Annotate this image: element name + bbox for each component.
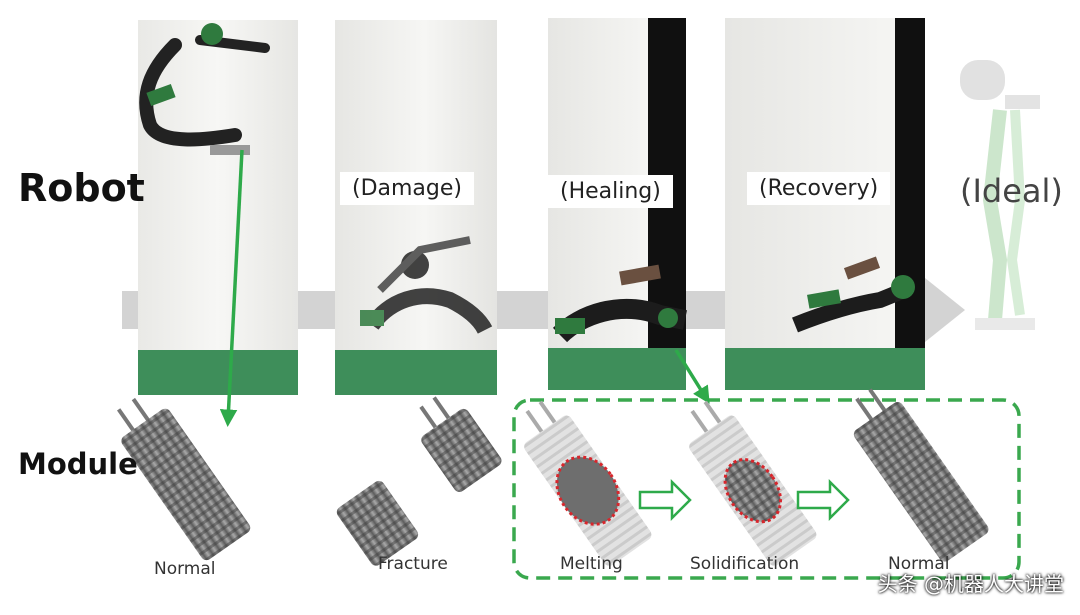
stage-label-damage: (Damage) <box>340 172 474 205</box>
row-label-robot: Robot <box>18 166 145 210</box>
module-fracture-bottom <box>336 480 419 566</box>
hollow-green-step-arrow <box>796 478 850 522</box>
robot-damage <box>360 236 493 334</box>
module-normal-2 <box>853 388 989 562</box>
healing-process-box <box>512 398 1021 580</box>
green-connector-arrow <box>674 349 710 404</box>
stage-label-recovery: (Recovery) <box>747 172 891 205</box>
hollow-green-step-arrow <box>638 478 692 522</box>
caption-solidification: Solidification <box>690 554 800 574</box>
caption-fracture: Fracture <box>378 554 448 574</box>
stage-label-ideal: (Ideal) <box>960 172 1063 210</box>
module-melting <box>524 400 652 566</box>
module-normal-1 <box>116 397 251 561</box>
robot-normal <box>139 23 270 155</box>
robot-recovery <box>792 256 915 333</box>
module-solidification <box>689 400 817 566</box>
stage-label-healing: (Healing) <box>548 175 673 208</box>
photo-panel-normal <box>138 20 298 395</box>
flow-bar-arrowhead <box>925 278 965 342</box>
caption-normal-recovered: Normal <box>888 554 950 574</box>
green-connector-arrow <box>219 149 244 427</box>
module-fracture-top <box>419 396 502 492</box>
caption-normal: Normal <box>154 559 216 579</box>
row-label-module: Module <box>18 447 138 481</box>
robot-healing <box>552 264 687 343</box>
watermark: 头条 @机器人大讲堂 <box>877 572 1064 596</box>
robot-ideal <box>960 60 1040 330</box>
caption-melting: Melting <box>560 554 623 574</box>
